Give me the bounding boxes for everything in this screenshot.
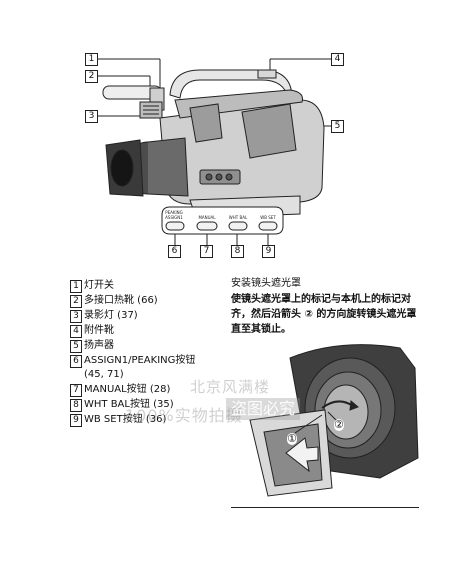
callout-8: 8	[231, 245, 244, 258]
callout-7: 7	[200, 245, 213, 258]
wht-bal-label: WHT BAL	[228, 215, 248, 220]
marker-2: ②	[334, 418, 344, 431]
callout-2: 2	[85, 70, 98, 83]
lens-hood-illustration	[249, 344, 419, 497]
callout-6: 6	[168, 245, 181, 258]
callout-1: 1	[85, 53, 98, 66]
section-divider	[231, 507, 419, 508]
camcorder-illustration	[97, 58, 331, 245]
assign-peaking-label: PEAKING ASSIGN1	[165, 210, 183, 220]
callout-9: 9	[262, 245, 275, 258]
callout-4: 4	[331, 53, 344, 66]
watermark-badge: 盗图必究	[226, 398, 301, 420]
callout-5: 5	[331, 120, 344, 133]
watermark-text: 100%实物拍摄	[125, 406, 243, 425]
marker-1: ①	[287, 432, 297, 445]
manual-label: MANUAL	[198, 215, 216, 220]
section-heading: 安装镜头遮光罩	[231, 278, 301, 289]
callout-3: 3	[85, 110, 98, 123]
wb-set-label: WB SET	[260, 215, 276, 220]
section-body: 使镜头遮光罩上的标记与本机上的标记对齐，然后沿箭头 ② 的方向旋转镜头遮光罩直至…	[231, 294, 417, 335]
watermark-text: 北京风满楼	[190, 378, 271, 396]
